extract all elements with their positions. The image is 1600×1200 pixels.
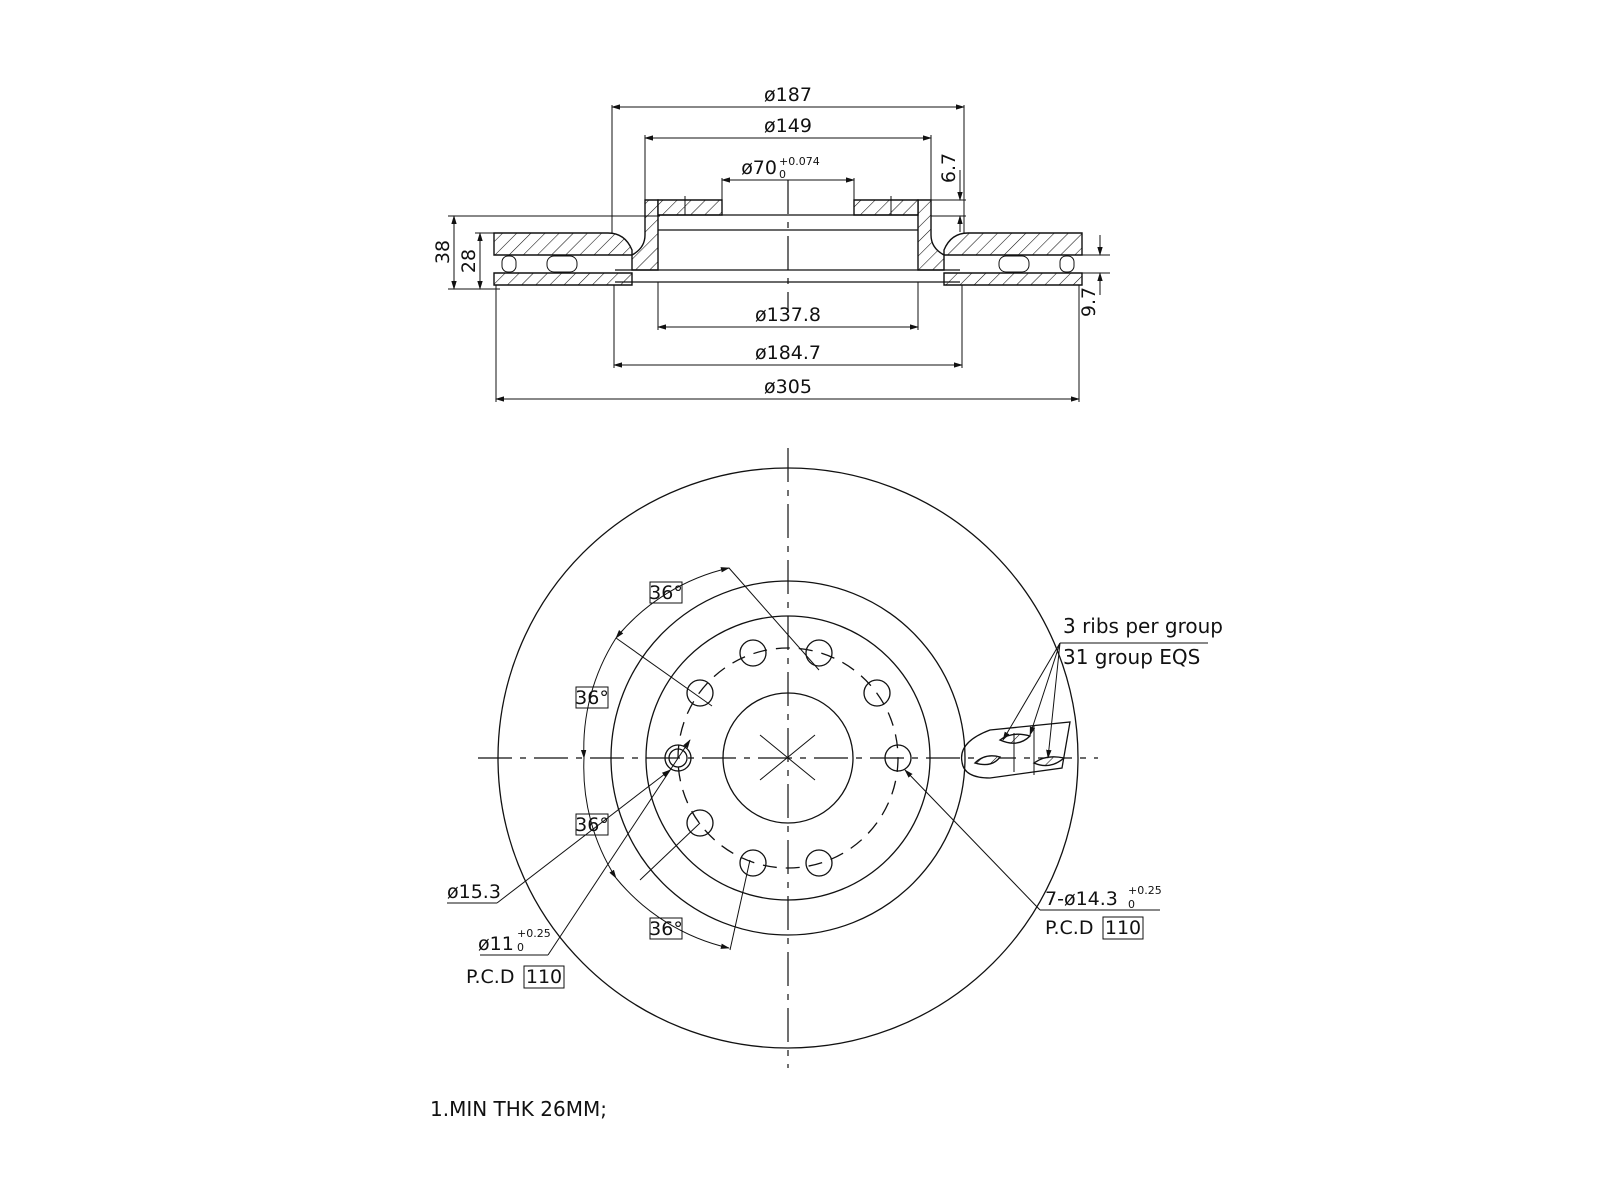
svg-text:36°: 36° bbox=[575, 814, 609, 836]
hole-right-tol-lower: 0 bbox=[1128, 898, 1135, 911]
hub-top-plate-right bbox=[853, 199, 919, 216]
angle-label-2: 36° bbox=[575, 686, 609, 709]
hole-right-label: 7-ø14.3 bbox=[1045, 888, 1118, 910]
svg-text:36°: 36° bbox=[649, 918, 683, 940]
bolt-hole-locating-inner bbox=[668, 748, 688, 768]
bolt-hole bbox=[739, 639, 767, 667]
dim-d149: ø149 bbox=[764, 115, 812, 137]
ribs-line2: 31 group EQS bbox=[1063, 645, 1200, 669]
pcd-left-value: 110 bbox=[526, 966, 562, 988]
pcd-right-value: 110 bbox=[1105, 917, 1141, 939]
ribs-line1: 3 ribs per group bbox=[1063, 614, 1223, 638]
bolt-hole bbox=[805, 639, 833, 667]
dim-d70-tol-upper: +0.074 bbox=[779, 155, 820, 168]
bolt-hole bbox=[884, 744, 912, 772]
right-lower-ring bbox=[943, 272, 1083, 286]
dim-d184-7: ø184.7 bbox=[755, 342, 821, 364]
angle-label-1: 36° bbox=[649, 581, 683, 604]
bolt-hole bbox=[739, 849, 767, 877]
d11-tol-lower: 0 bbox=[517, 941, 524, 954]
dim-d70: ø70 bbox=[741, 157, 777, 179]
hat-outer-circle bbox=[610, 580, 966, 936]
right-upper-ring bbox=[943, 232, 1083, 256]
section-view: ø187 ø149 ø70 +0.074 0 ø137.8 ø184.7 ø30… bbox=[432, 84, 1110, 402]
bolt-hole bbox=[686, 809, 714, 837]
dim-d305: ø305 bbox=[764, 376, 812, 398]
front-view: 36° 36° 36° 36° 3 ribs per group 3 bbox=[447, 448, 1223, 1068]
hole-right-tol-upper: +0.25 bbox=[1128, 884, 1162, 897]
dim-d70-tol-lower: 0 bbox=[779, 168, 786, 181]
d15-3-label: ø15.3 bbox=[447, 881, 501, 903]
bolt-hole bbox=[863, 679, 891, 707]
pcd-left-label: P.C.D bbox=[466, 966, 514, 988]
dim-h38: 38 bbox=[432, 240, 454, 264]
bolt-hole-locating bbox=[664, 744, 692, 772]
dim-h28: 28 bbox=[458, 249, 480, 273]
left-upper-ring bbox=[493, 232, 633, 256]
svg-text:36°: 36° bbox=[575, 687, 609, 709]
bolt-hole bbox=[686, 679, 714, 707]
center-bore-circle bbox=[722, 692, 854, 824]
bolt-holes bbox=[664, 639, 912, 877]
hub-top-plate-left bbox=[657, 199, 723, 216]
rib-detail bbox=[960, 721, 1071, 779]
angle-label-4: 36° bbox=[649, 917, 683, 940]
bolt-hole bbox=[805, 849, 833, 877]
d11-label: ø11 bbox=[478, 933, 514, 955]
dim-d187: ø187 bbox=[764, 84, 812, 106]
left-lower-ring bbox=[493, 272, 633, 286]
right-hat-wall bbox=[917, 199, 945, 271]
hat-inner-circle bbox=[645, 615, 931, 901]
outer-diameter-circle bbox=[497, 467, 1079, 1049]
dim-h6-7: 6.7 bbox=[938, 153, 960, 183]
note-min-thickness: 1.MIN THK 26MM; bbox=[430, 1097, 607, 1121]
pcd-right-label: P.C.D bbox=[1045, 917, 1093, 939]
angle-label-3: 36° bbox=[575, 813, 609, 836]
left-hat-wall bbox=[631, 199, 659, 271]
d11-tol-upper: +0.25 bbox=[517, 927, 551, 940]
dim-d137-8: ø137.8 bbox=[755, 304, 821, 326]
svg-text:36°: 36° bbox=[649, 582, 683, 604]
dim-h9-7: 9.7 bbox=[1078, 287, 1100, 317]
